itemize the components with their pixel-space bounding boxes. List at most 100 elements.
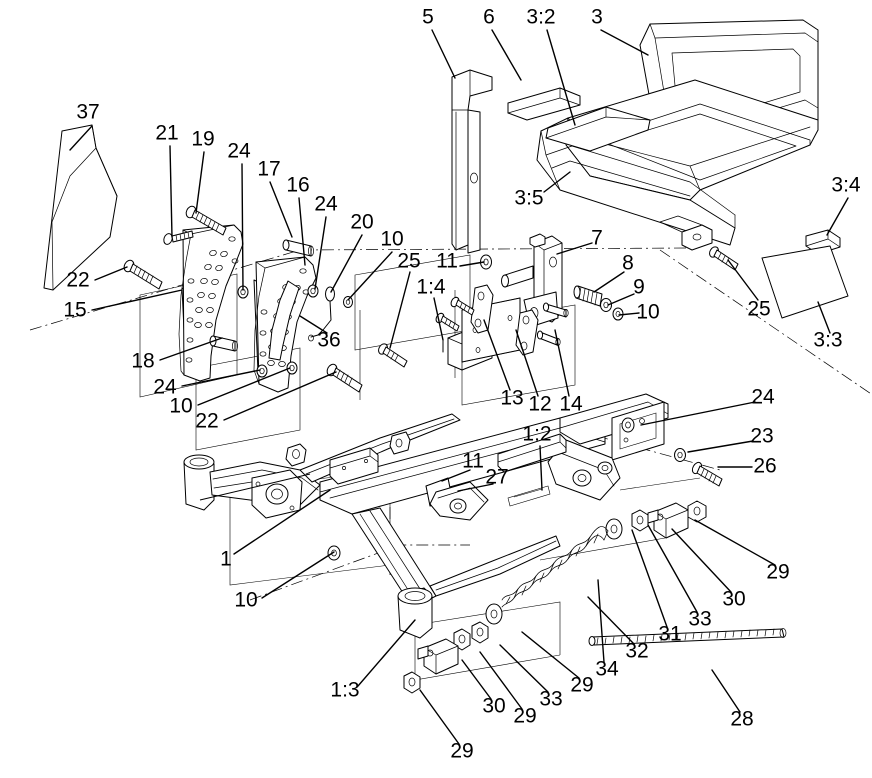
leader-line-27 <box>457 483 494 492</box>
washer-10-a <box>343 296 353 308</box>
leader-line-10 <box>261 551 335 599</box>
leader-line-24 <box>181 369 261 387</box>
part-18-spacer <box>209 335 238 352</box>
callout-label-29: 29 <box>570 674 593 697</box>
callout-label-34: 34 <box>595 658 619 681</box>
part-28-threaded-rod <box>588 628 787 646</box>
leader-line-1-2 <box>539 445 543 491</box>
callout-label-10: 10 <box>380 228 403 251</box>
leader-line-8 <box>593 271 625 293</box>
leader-line-5 <box>431 29 456 79</box>
block-30-b <box>417 638 459 675</box>
part-5-bracket <box>451 69 493 254</box>
leader-line-3-4 <box>826 197 849 236</box>
part-3-3-panel <box>761 245 849 319</box>
callout-label-3-5: 3:5 <box>514 187 543 210</box>
leader-line-6 <box>491 29 522 81</box>
callout-label-22: 22 <box>195 410 218 433</box>
part-10-washers <box>327 296 624 561</box>
part-37-shield <box>43 124 118 291</box>
callout-label-3-3: 3:3 <box>813 329 842 352</box>
leader-line-21 <box>169 145 173 238</box>
callout-label-16: 16 <box>286 174 309 197</box>
nut-29-right <box>687 500 707 523</box>
washer-31 <box>605 518 623 540</box>
leader-line-24 <box>640 401 756 426</box>
callout-label-8: 8 <box>622 252 634 275</box>
callout-label-22: 22 <box>66 269 89 292</box>
leader-line-25 <box>389 271 411 349</box>
part-3-seat-assembly <box>536 19 819 251</box>
callout-leader-lines <box>69 29 849 745</box>
part-23-washer <box>674 448 686 462</box>
callout-label-23: 23 <box>750 425 773 448</box>
leader-line-3-2 <box>546 29 576 126</box>
callout-label-24: 24 <box>314 193 338 216</box>
callout-label-7: 7 <box>591 227 603 250</box>
callout-label-36: 36 <box>317 329 340 352</box>
callout-label-11: 11 <box>436 250 458 273</box>
part-26-bolt <box>691 461 723 487</box>
callout-label-30: 30 <box>722 588 745 611</box>
leader-line-7 <box>556 242 593 255</box>
part-22-bolt-lower <box>326 363 363 393</box>
part-15-perforated-plate-left <box>178 224 244 382</box>
callout-label-10: 10 <box>636 301 659 324</box>
callout-label-1: 1 <box>220 548 232 571</box>
leader-line-20 <box>330 234 363 293</box>
part-24-nuts-left <box>237 284 319 378</box>
leader-line-3-3 <box>817 301 831 334</box>
callout-label-20: 20 <box>350 211 373 234</box>
nut-29-c <box>403 671 421 694</box>
leader-line-18 <box>159 337 223 361</box>
callout-label-25: 25 <box>397 250 420 273</box>
callout-label-17: 17 <box>257 158 280 181</box>
callout-label-15: 15 <box>63 299 86 322</box>
callout-label-9: 9 <box>633 276 645 299</box>
leader-line-23 <box>687 440 754 453</box>
leader-line-19 <box>195 151 205 214</box>
callout-label-3: 3 <box>591 6 603 29</box>
callout-label-29: 29 <box>450 740 473 763</box>
callout-label-1-2: 1:2 <box>522 423 551 446</box>
part-24-nut-right <box>621 417 635 433</box>
callout-label-33: 33 <box>539 688 562 711</box>
callout-label-27: 27 <box>485 466 508 489</box>
leader-line-17 <box>269 181 293 238</box>
callout-label-24: 24 <box>751 386 775 409</box>
callout-label-29: 29 <box>513 705 536 728</box>
nut-29-b <box>471 621 489 644</box>
part-22-bolt-upper <box>123 259 163 290</box>
leader-line-24 <box>314 216 327 290</box>
spring-hardware-right <box>403 500 707 694</box>
callout-label-24: 24 <box>227 140 251 163</box>
leader-line-10 <box>347 251 393 301</box>
leader-line-10 <box>618 312 640 316</box>
callout-label-18: 18 <box>131 350 154 373</box>
part-17-spacer <box>282 239 314 257</box>
callout-label-21: 21 <box>155 122 178 145</box>
leader-line-33 <box>647 524 698 613</box>
leader-line-30 <box>461 659 492 700</box>
leader-line-29 <box>479 651 523 710</box>
leader-line-32 <box>587 596 635 645</box>
leader-line-9 <box>607 293 635 306</box>
callout-label-33: 33 <box>688 608 711 631</box>
leader-line-34 <box>597 579 605 663</box>
leader-line-30 <box>671 528 732 593</box>
callout-label-30: 30 <box>482 695 505 718</box>
leader-line-31 <box>631 529 668 628</box>
leader-line-10 <box>197 367 291 406</box>
callout-label-13: 13 <box>500 387 523 410</box>
washer-34 <box>485 603 503 625</box>
callout-label-32: 32 <box>625 640 648 663</box>
leader-line-11 <box>441 469 471 482</box>
callout-label-25: 25 <box>747 298 770 321</box>
callout-label-10: 10 <box>169 395 192 418</box>
part-9-washer <box>600 298 612 312</box>
leader-line-24 <box>241 163 244 291</box>
callout-label-1-4: 1:4 <box>416 276 446 299</box>
leader-line-13 <box>483 319 511 391</box>
